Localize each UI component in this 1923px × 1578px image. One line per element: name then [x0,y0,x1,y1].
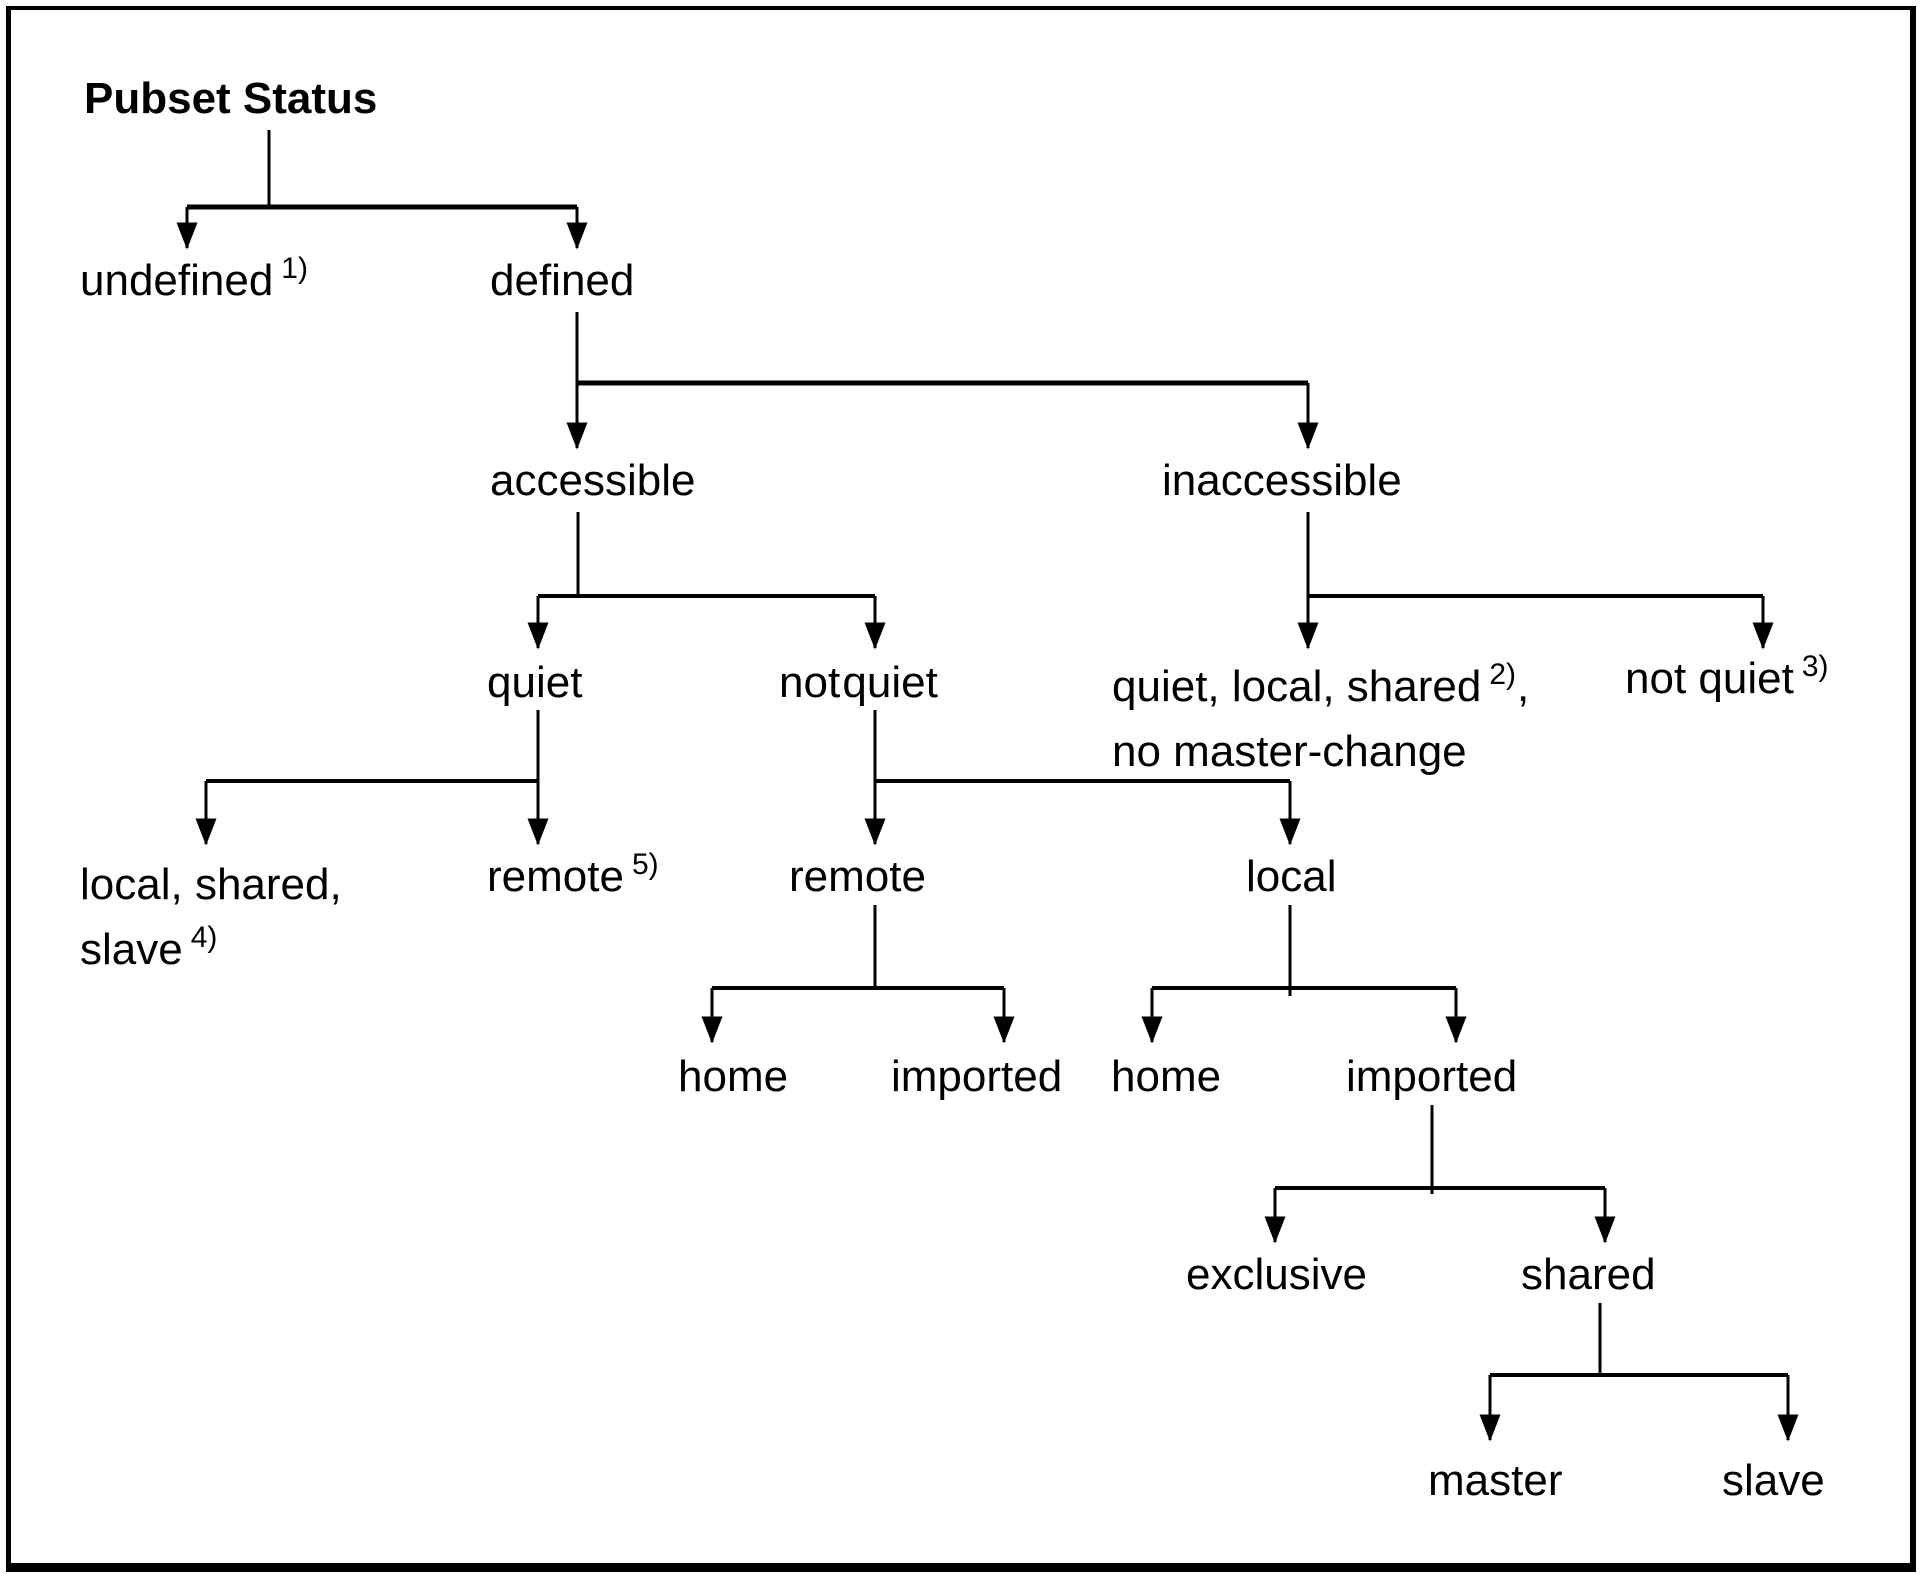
node-local: local [1246,852,1337,901]
footnote-ref-4: 4) [190,921,218,954]
node-local-shared-slave-line1: local, shared, [80,860,342,909]
node-accessible: accessible [490,456,696,505]
node-quiet-local-shared-line2: no master-change [1112,727,1467,776]
footnote-ref-5: 5) [631,848,659,881]
node-home-remote: home [678,1052,789,1101]
node-imported-remote: imported [891,1052,1063,1101]
node-slave: slave [1722,1456,1825,1505]
footnote-ref-3: 3) [1801,650,1829,683]
node-not-quiet: not quiet [779,658,938,707]
node-shared: shared [1521,1250,1656,1299]
node-remote: remote [789,852,926,901]
footnote-ref-2: 2) [1489,658,1517,691]
node-defined: defined [490,256,635,305]
node-imported-local: imported [1346,1052,1518,1101]
diagram-title: Pubset Status [84,74,378,123]
node-inaccessible: inaccessible [1162,456,1402,505]
footnote-ref-1: 1) [281,252,308,285]
node-master: master [1428,1456,1563,1505]
node-home-local: home [1111,1052,1222,1101]
node-undefined-label: undefined [80,256,274,305]
node-quiet: quiet [487,658,583,707]
node-exclusive: exclusive [1186,1250,1367,1299]
